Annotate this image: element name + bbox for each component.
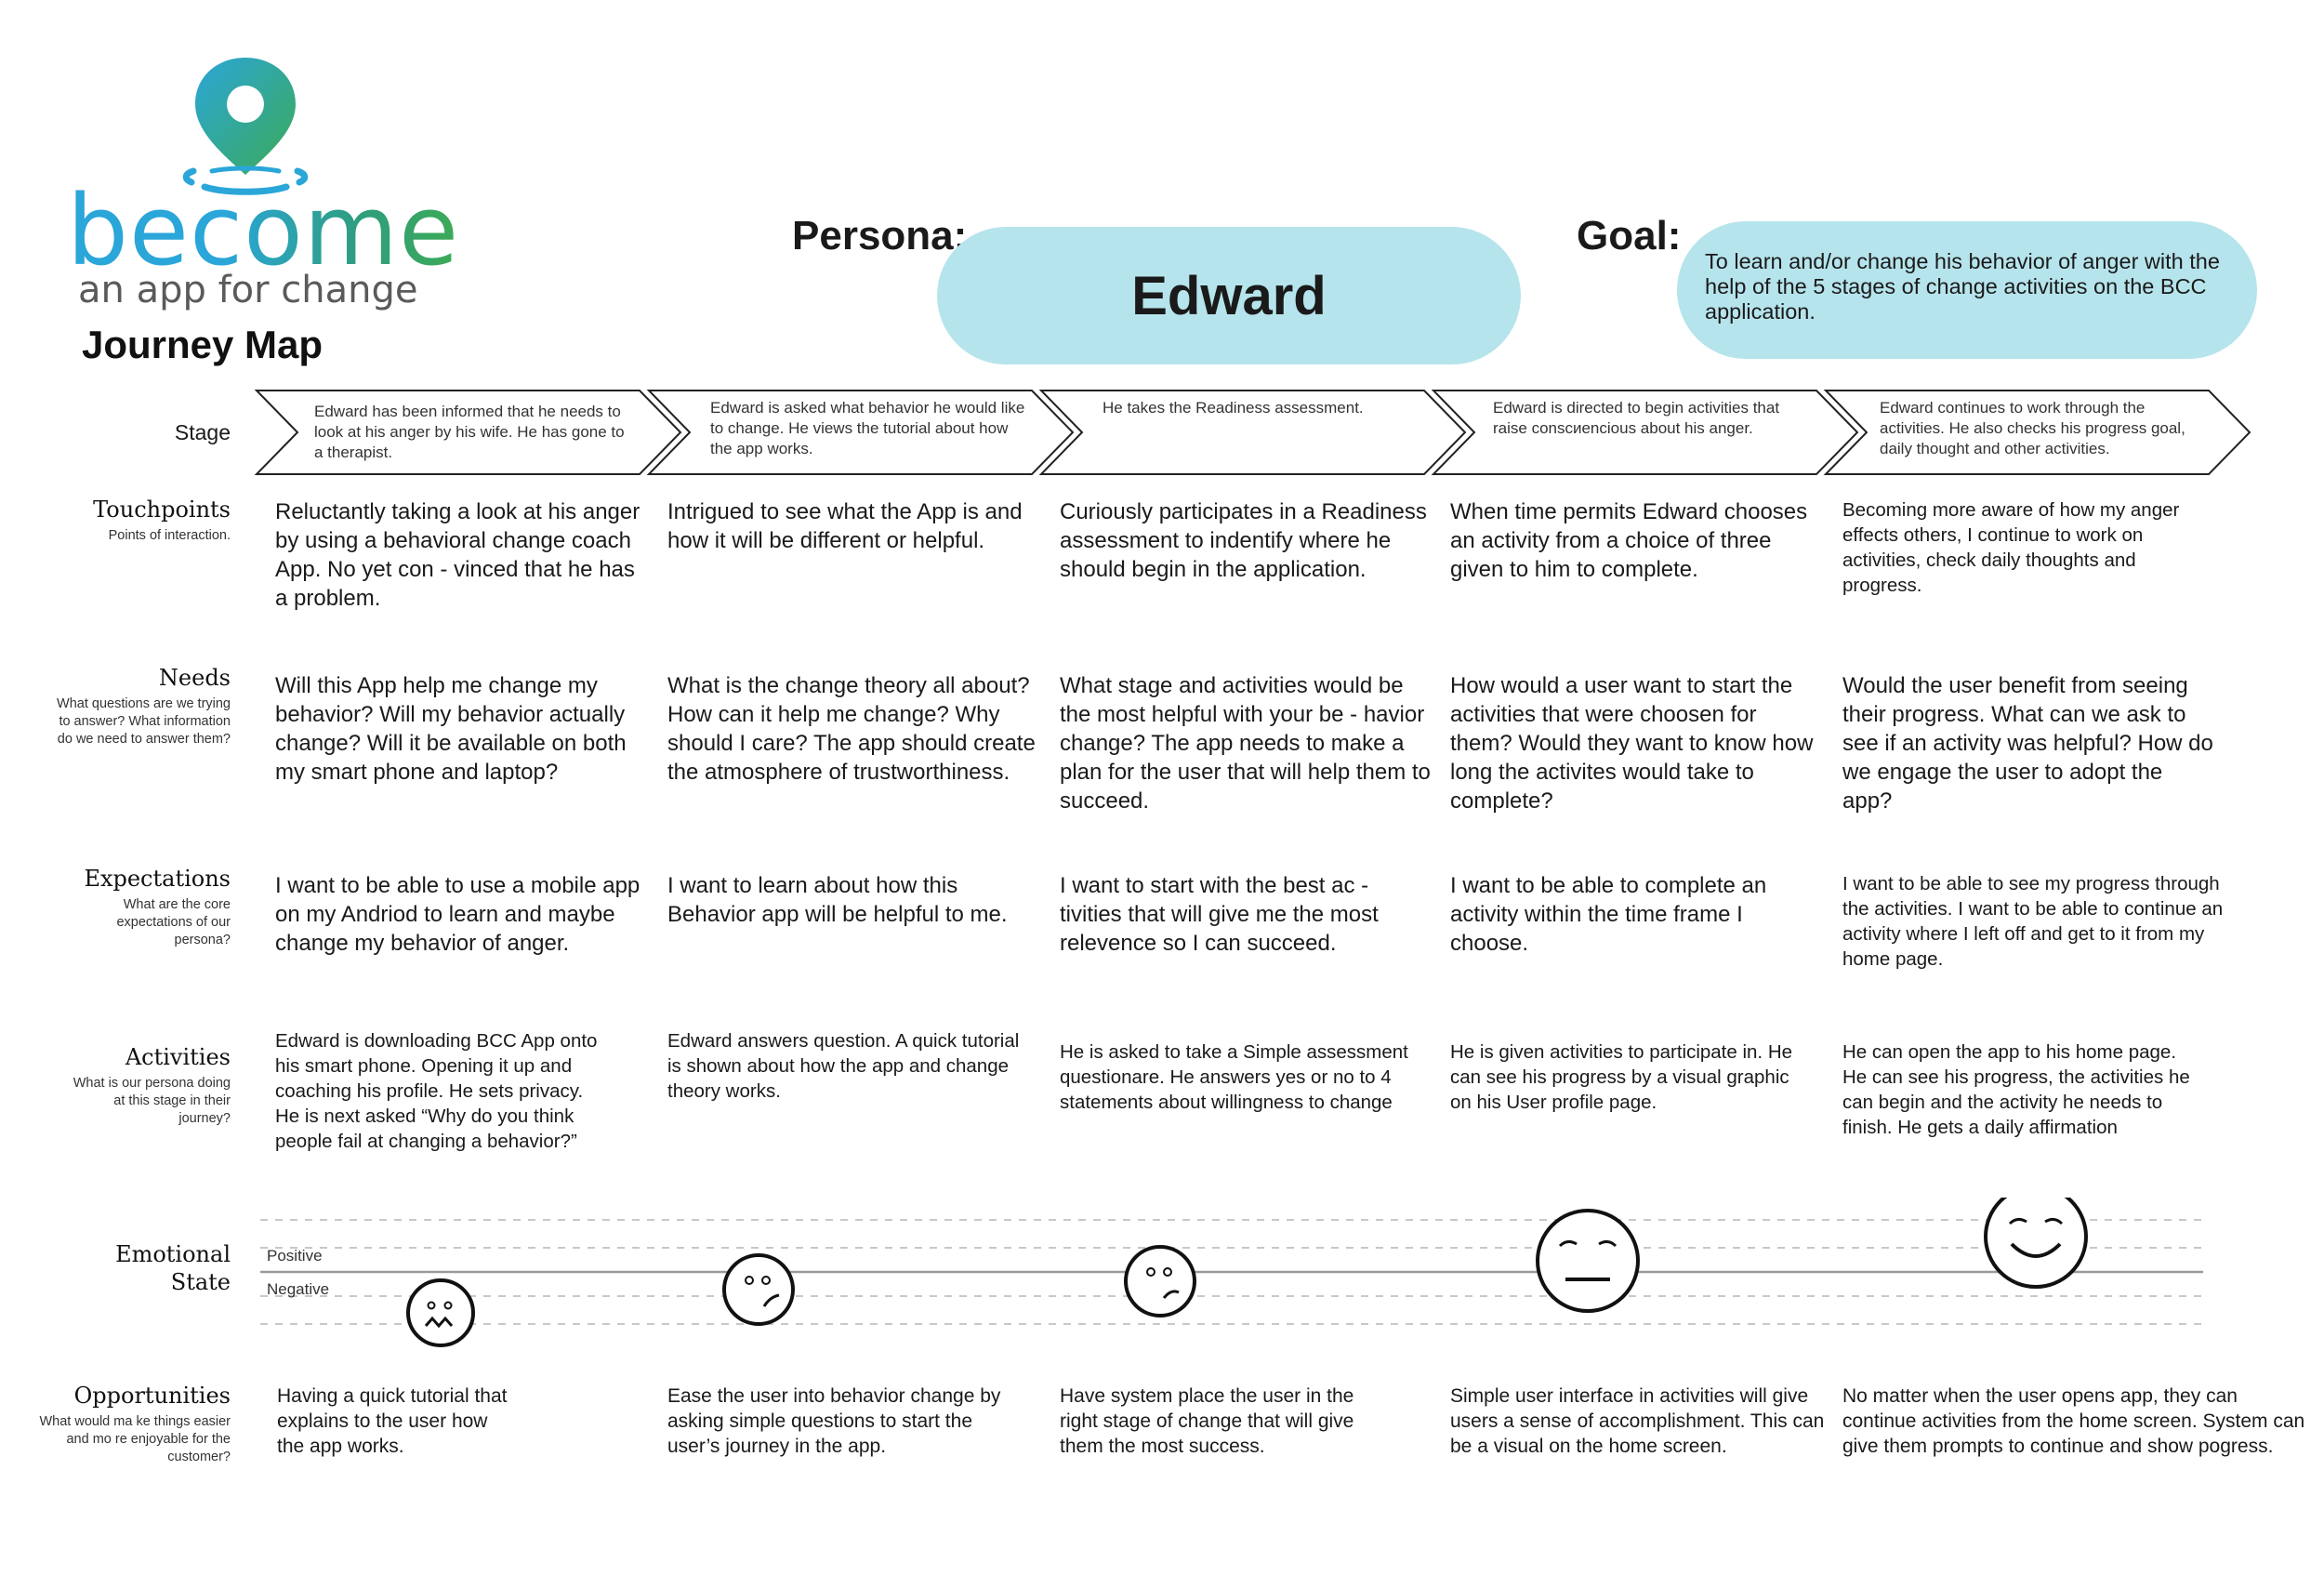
brand-name: become xyxy=(67,174,460,287)
activity-2: Edward answers question. A quick tutoria… xyxy=(667,1030,1020,1102)
opportunity-4: Simple user interface in activities will… xyxy=(1450,1385,1825,1457)
opportunity-1: Having a quick tutorial that explains to… xyxy=(277,1385,508,1457)
opportunity-2: Ease the user into behavior change by as… xyxy=(667,1385,1001,1457)
touchpoint-2: Intrigued to see what the App is and how… xyxy=(667,499,1023,553)
expectation-5: I want to be able to see my progress thr… xyxy=(1842,873,2224,970)
emotional-chart xyxy=(260,1198,2203,1347)
stage-text-5: Edward continues to work through the act… xyxy=(1880,399,2185,457)
logo: become an app for change xyxy=(67,52,458,331)
frown-face-icon xyxy=(722,1253,795,1326)
row-label-activities: Activities What is our persona doing at … xyxy=(73,1044,231,1126)
touchpoint-3: Curiously participates in a Readiness as… xyxy=(1060,499,1427,582)
row-label-stage: Stage xyxy=(174,420,231,444)
stage-chevron-3 xyxy=(1038,390,1467,475)
stage-chevron-2 xyxy=(646,390,1075,475)
row-label-touchpoints: Touchpoints Points of interaction. xyxy=(93,497,231,543)
page-title: Journey Map xyxy=(82,323,324,366)
need-5: Would the user benefit from seeing their… xyxy=(1842,673,2213,814)
touchpoint-4: When time permits Edward chooses an acti… xyxy=(1450,499,1808,582)
stage-chevron-4 xyxy=(1431,390,1859,475)
persona-name: Edward xyxy=(937,227,1521,364)
row-label-needs: Needs What questions are we trying to an… xyxy=(57,665,231,747)
activity-1: Edward is downloading BCC App onto his s… xyxy=(275,1030,598,1152)
expectation-4: I want to be able to complete an activit… xyxy=(1450,873,1767,956)
row-label-opportunities: Opportunities What would ma ke things ea… xyxy=(39,1383,231,1464)
touchpoint-5: Becoming more aware of how my anger effe… xyxy=(1842,499,2180,596)
activity-5: He can open the app to his home page. He… xyxy=(1842,1041,2190,1138)
persona-label: Persona: xyxy=(792,213,968,258)
stage-text-4: Edward is directed to begin activities t… xyxy=(1493,399,1780,437)
opportunity-3: Have system place the user in the right … xyxy=(1060,1385,1354,1457)
row-label-emotional-state: Emotional State xyxy=(115,1241,231,1295)
activity-3: He is asked to take a Simple assessment … xyxy=(1060,1041,1408,1113)
goal-label: Goal: xyxy=(1577,213,1682,258)
neutral-face-icon xyxy=(1536,1209,1640,1313)
stage-text-1: Edward has been informed that he needs t… xyxy=(314,403,625,461)
brand-tagline: an app for change xyxy=(78,269,418,311)
expectation-3: I want to start with the best ac - tivit… xyxy=(1060,873,1379,956)
expectation-1: I want to be able to use a mobile app on… xyxy=(275,873,640,956)
stage-chevron-1 xyxy=(254,390,682,475)
opportunity-5: No matter when the user opens app, they … xyxy=(1842,1385,2305,1457)
anxious-face-icon xyxy=(406,1278,475,1347)
row-label-expectations: Expectations What are the core expectati… xyxy=(84,866,231,947)
positive-label: Positive xyxy=(267,1247,323,1265)
goal-text: To learn and/or change his behavior of a… xyxy=(1677,221,2257,359)
stage-text-3: He takes the Readiness assessment. xyxy=(1103,399,1364,417)
location-pin-icon xyxy=(182,58,309,195)
stage-chevron-5 xyxy=(1823,390,2251,475)
need-1: Will this App help me change my behavior… xyxy=(275,673,627,785)
need-4: How would a user want to start the activ… xyxy=(1450,673,1814,814)
need-2: What is the change theory all about? How… xyxy=(667,673,1036,785)
worried-face-icon xyxy=(1124,1245,1196,1318)
expectation-2: I want to learn about how this Behavior … xyxy=(667,873,1008,927)
need-3: What stage and activities would be the m… xyxy=(1060,673,1431,814)
stage-text-2: Edward is asked what behavior he would l… xyxy=(710,399,1025,457)
activity-4: He is given activities to participate in… xyxy=(1450,1041,1793,1113)
negative-label: Negative xyxy=(267,1280,330,1298)
touchpoint-1: Reluctantly taking a look at his anger b… xyxy=(275,499,640,611)
smile-face-icon xyxy=(1984,1198,2088,1289)
stage-chevrons xyxy=(254,390,2251,475)
